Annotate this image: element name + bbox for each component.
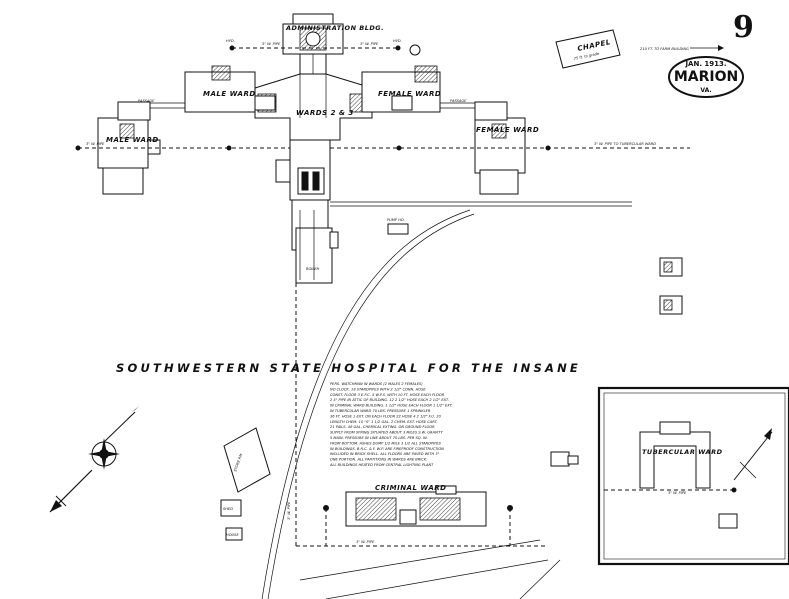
road-edge <box>519 559 561 599</box>
note-line: NO CLOCK. 18 STANDPIPES WITH 2 1/2" CONN… <box>330 387 426 391</box>
shed-small-label: SHED <box>223 507 233 511</box>
pipe-top-right-label: 3" W. PIPE <box>360 42 379 46</box>
tubercular-ward <box>639 421 711 489</box>
tubercular-ward-label: TUBERCULAR WARD <box>642 448 723 456</box>
note-line: CONST. FLOOR 3 E.P.C. 5 W.P.S. WITH 10 F… <box>330 393 445 397</box>
shed-label: STORE RM <box>233 453 243 472</box>
pipe-main-left-label: 3" W. PIPE <box>86 142 105 146</box>
compass-rose <box>88 406 139 470</box>
female-ward-far <box>474 101 526 195</box>
note-line: SUPPLY FROM SPRING SITUATED ABOUT 3 MILE… <box>330 431 443 435</box>
pipe-tubercular-label: 3" W. PIPE <box>668 491 687 495</box>
notes-block: PERS. WATCHMAN IN WARDS (2 MALES 2 FEMAL… <box>329 382 453 467</box>
note-line: 21 PAILS. 48 GAL. CHEMICAL EXTING. ON GR… <box>330 425 435 429</box>
sheet-number: 9 <box>733 10 754 45</box>
note-line: PERS. WATCHMAN IN WARDS (2 MALES 2 FEMAL… <box>330 382 423 386</box>
shed-rotated <box>223 427 271 493</box>
service-wing <box>275 139 339 284</box>
chapel-building: CHAPEL 75 ft. to grade <box>555 29 621 69</box>
passage-right-label: PASSAGE <box>450 99 467 103</box>
shed-south <box>718 513 738 529</box>
house-small-label: HOUSE <box>226 533 239 537</box>
administration-label: ADMINISTRATION BLDG. <box>285 24 384 32</box>
hydrant <box>226 145 232 151</box>
hydrant <box>396 145 402 151</box>
male-ward-far <box>97 101 161 195</box>
tubercular-inset-frame <box>597 386 789 566</box>
city-name: MARION <box>674 69 738 85</box>
railroad-curve <box>261 209 471 599</box>
chapel-arrowhead <box>718 45 724 51</box>
inset-north-arrow <box>733 428 773 481</box>
boiler-label: BOILER <box>306 267 320 271</box>
hydrant-label: HYD. <box>393 39 402 43</box>
passage-left-label: PASSAGE <box>138 99 155 103</box>
female-ward-right-label: FEMALE WARD <box>378 90 441 98</box>
small-structure <box>409 44 421 56</box>
note-line: IN BUILDINGS. B.R.C. & F. W.P. ARE FIREP… <box>330 447 444 451</box>
note-line: ALL BUILDINGS HEATED FROM CENTRAL LIGHTI… <box>329 463 434 467</box>
male-ward-far-label: MALE WARD <box>106 136 159 144</box>
outbuilding-2 <box>659 295 683 315</box>
shed-small <box>220 499 242 517</box>
railroad-curve-2 <box>267 213 475 599</box>
criminal-ward-label: CRIMINAL WARD <box>375 484 446 492</box>
note-line: ONE PORTION. ALL PARTITIONS IN WARDS ARE… <box>330 458 427 462</box>
pipe-top-left-label: 3" W. PIPE <box>262 42 281 46</box>
shed-east <box>550 451 579 467</box>
house-small <box>225 527 243 541</box>
hydrant <box>395 45 401 51</box>
hydrant-label: HYD. <box>226 39 235 43</box>
north-arrow <box>49 469 93 513</box>
road-edge <box>299 539 541 581</box>
sheet-date: JAN. 1913. <box>684 60 726 68</box>
road-edge <box>325 559 549 599</box>
hydrant <box>731 487 737 493</box>
state-name: VA. <box>700 87 711 94</box>
chapel-note: 75 ft. to grade <box>573 52 600 61</box>
pump-house-label: PUMP HO. <box>387 218 405 222</box>
male-ward-left <box>184 65 276 113</box>
note-line: FROM BOTTOM. ASHES DUMP 1/2 MILE 3 1/2 A… <box>330 441 442 445</box>
note-line: INCLUDED IN BRICK SHELL. ALL FLOORS ARE … <box>330 452 440 456</box>
note-line: 5 MAIN. PRESSURE IN LINE ABOUT 70 LBS. P… <box>330 436 428 440</box>
outbuilding-1 <box>659 257 683 277</box>
map-title: SOUTHWESTERN STATE HOSPITAL FOR THE INSA… <box>116 361 581 375</box>
tubercular-inset-inner <box>603 392 786 560</box>
administration-building <box>282 13 344 75</box>
note-line: LENGTH CHEM. 10 "S" 1 1/2 GAL. 2 CHEM. E… <box>330 420 438 424</box>
hydrant <box>545 145 551 151</box>
pipe-vertical-label: 3" W. PIPE <box>287 501 291 520</box>
criminal-ward <box>345 485 487 527</box>
date-cartouche <box>668 56 744 98</box>
pipe-main-right-label: 3" W. PIPE TO TUBERCULAR WARD <box>594 142 656 146</box>
male-ward-left-label: MALE WARD <box>203 90 256 98</box>
note-line: 2 5" PIPE IN ATTIC OF BUILDING. 12 2 1/2… <box>330 398 449 402</box>
note-line: 36 FT. HOSE 1 EXT. ON EACH FLOOR 22 HOSE… <box>330 414 442 418</box>
wards-center-label: WARDS 2 & 3 <box>296 109 354 117</box>
female-ward-right <box>361 65 441 113</box>
hydrant <box>323 505 329 511</box>
hydrant <box>507 505 513 511</box>
pipe-bottom-label: 3" W. PIPE <box>356 540 375 544</box>
female-ward-far-label: FEMALE WARD <box>476 126 539 134</box>
chapel-arrow-label: 210 FT. TO FARM BUILDING <box>640 47 689 51</box>
hydrant <box>75 145 81 151</box>
note-line: IN TUBERCULAR WARD 70 LBS. PRESSURE 1 SP… <box>330 409 431 413</box>
pump-house <box>387 223 409 235</box>
note-line: IN CRIMINAL WARD BUILDING. 1 1/2" HOSE E… <box>330 404 453 408</box>
hydrant <box>229 45 235 51</box>
